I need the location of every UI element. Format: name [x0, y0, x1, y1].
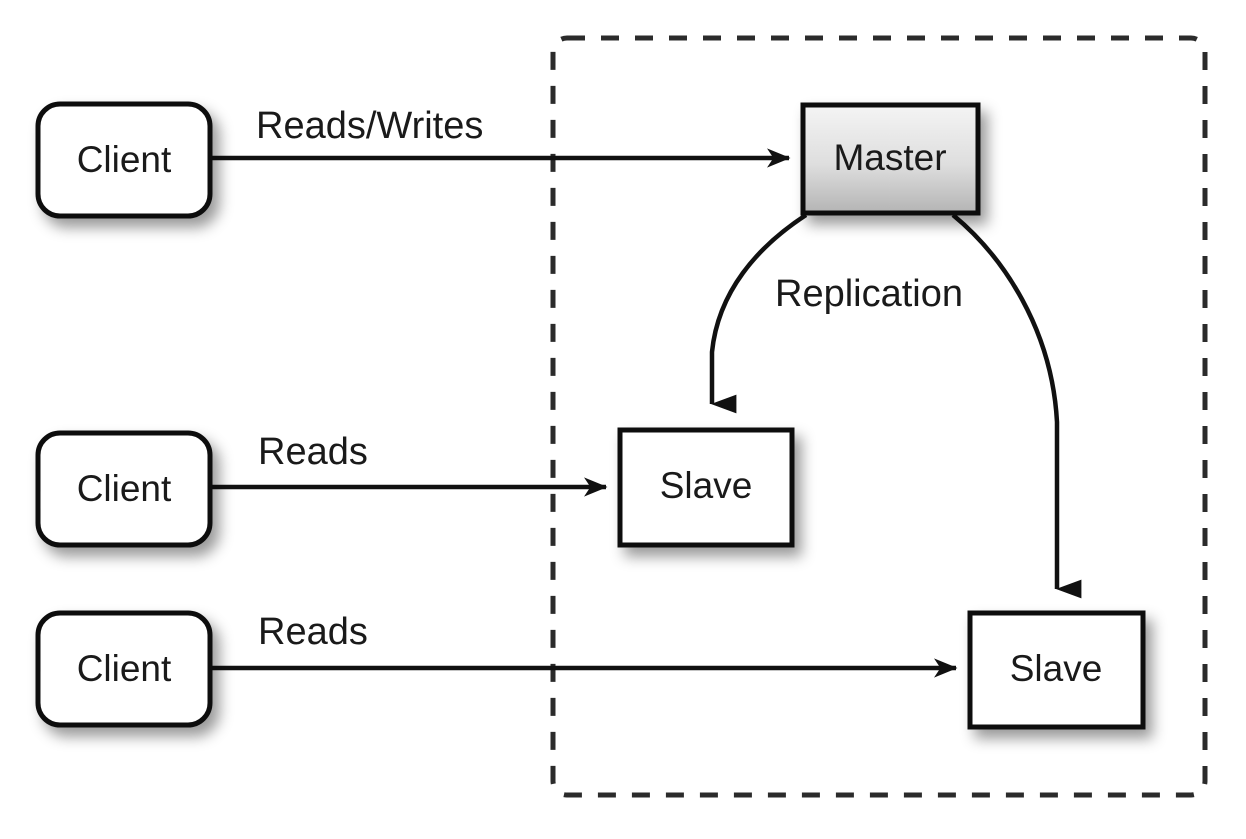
master-label: Master — [833, 137, 946, 178]
edge-label-reads-bottom: Reads — [258, 611, 368, 653]
node-client-2[interactable]: Client — [35, 430, 213, 548]
client-1-shape[interactable] — [35, 101, 213, 219]
edge-master-to-slave2 — [951, 213, 1082, 599]
client-2-label: Client — [77, 468, 172, 509]
edge-label-replication: Replication — [775, 273, 963, 315]
slave-1-shape[interactable] — [617, 427, 795, 548]
slave-2-label: Slave — [1010, 648, 1103, 689]
slave-1-label: Slave — [660, 465, 753, 506]
node-client-3[interactable]: Client — [35, 610, 213, 728]
client-3-shape[interactable] — [35, 610, 213, 728]
client-2-shape[interactable] — [35, 430, 213, 548]
node-slave-2[interactable]: Slave — [967, 610, 1146, 730]
edge-master-to-slave1 — [709, 213, 808, 414]
node-slave-1[interactable]: Slave — [617, 427, 795, 548]
client-3-label: Client — [77, 648, 172, 689]
slave-2-shape[interactable] — [967, 610, 1146, 730]
node-master[interactable]: Master — [800, 102, 981, 216]
edge-curve — [951, 213, 1082, 599]
master-shape[interactable] — [800, 102, 981, 216]
node-client-1[interactable]: Client — [35, 101, 213, 219]
edge-label-reads-middle: Reads — [258, 431, 368, 473]
replication-boundary — [550, 35, 1208, 798]
edge-curve — [709, 213, 808, 414]
edge-label-reads-writes: Reads/Writes — [256, 105, 483, 147]
client-1-label: Client — [77, 139, 172, 180]
